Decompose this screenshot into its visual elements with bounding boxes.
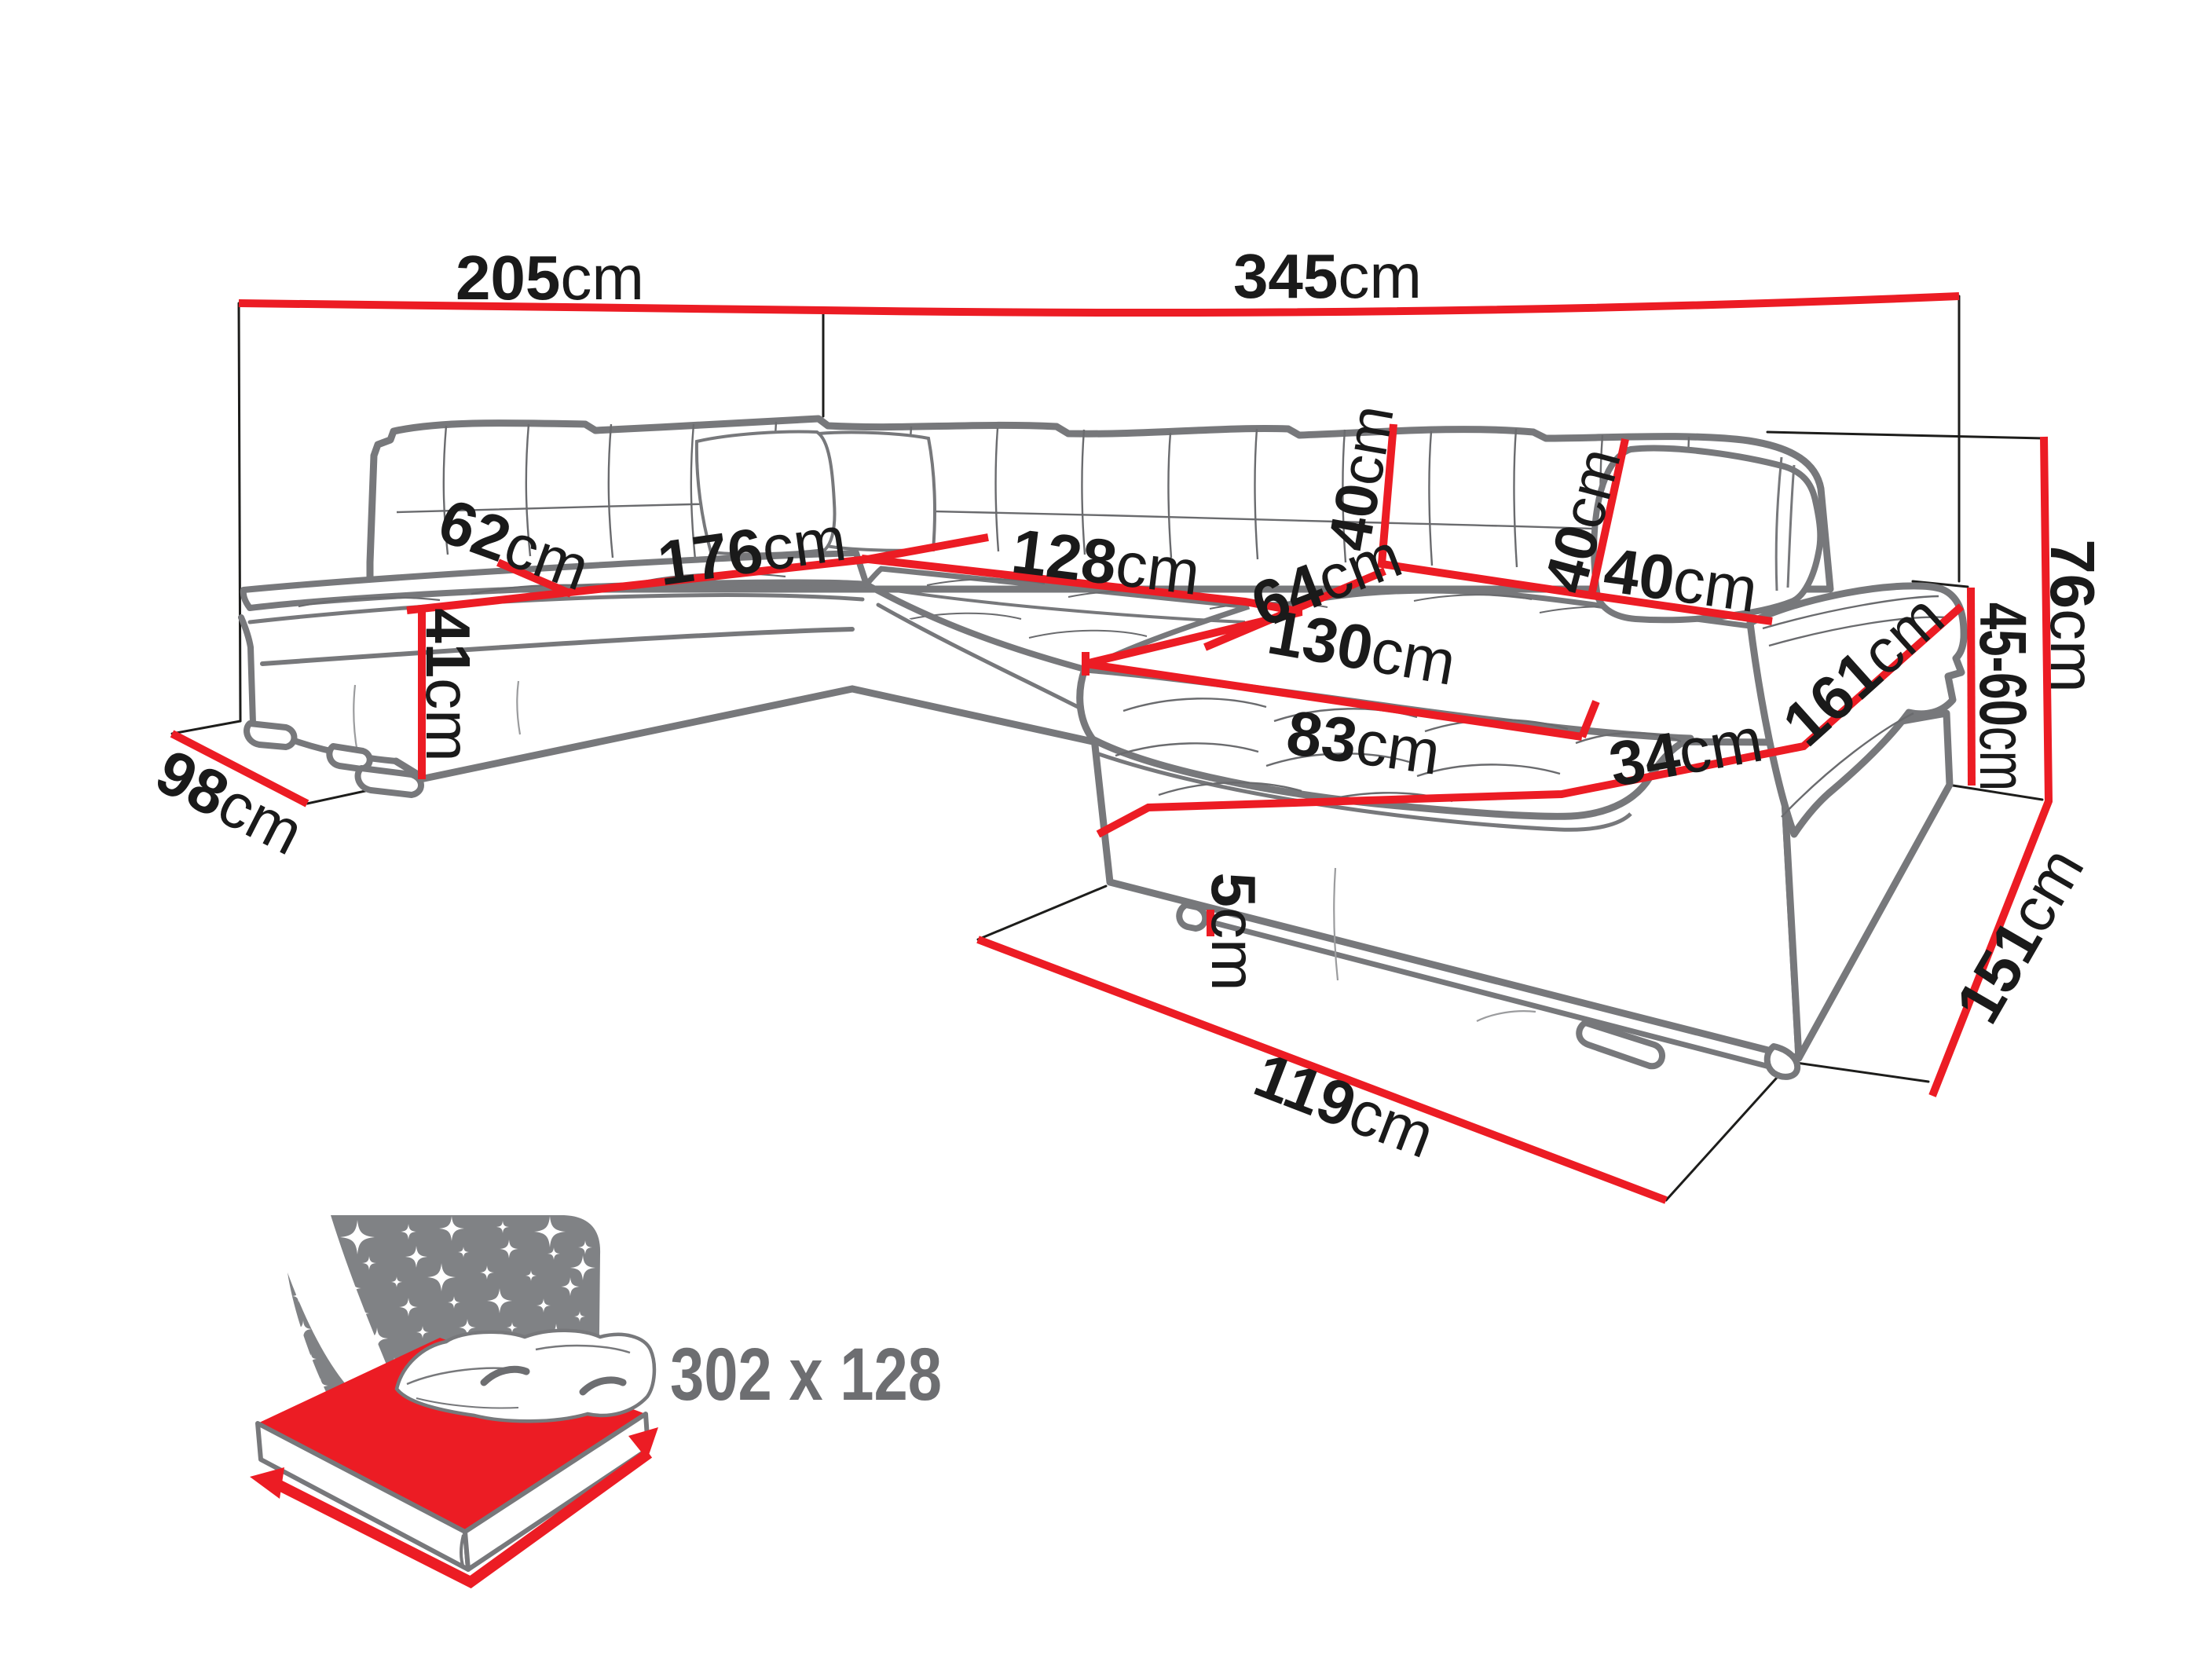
svg-text:40cm: 40cm [1600,535,1762,625]
svg-text:76cm: 76cm [2038,539,2108,693]
svg-text:302 x 128: 302 x 128 [670,1333,942,1416]
svg-text:34cm: 34cm [1604,704,1767,800]
svg-text:128cm: 128cm [1008,515,1203,608]
svg-text:83cm: 83cm [1283,698,1445,788]
svg-text:41cm: 41cm [413,608,483,762]
svg-text:176cm: 176cm [654,504,850,599]
svg-text:205cm: 205cm [456,243,644,313]
svg-text:45-60cm: 45-60cm [1966,602,2040,791]
svg-text:5cm: 5cm [1199,872,1269,991]
svg-text:345cm: 345cm [1233,241,1422,311]
svg-text:40cm: 40cm [1316,400,1407,555]
